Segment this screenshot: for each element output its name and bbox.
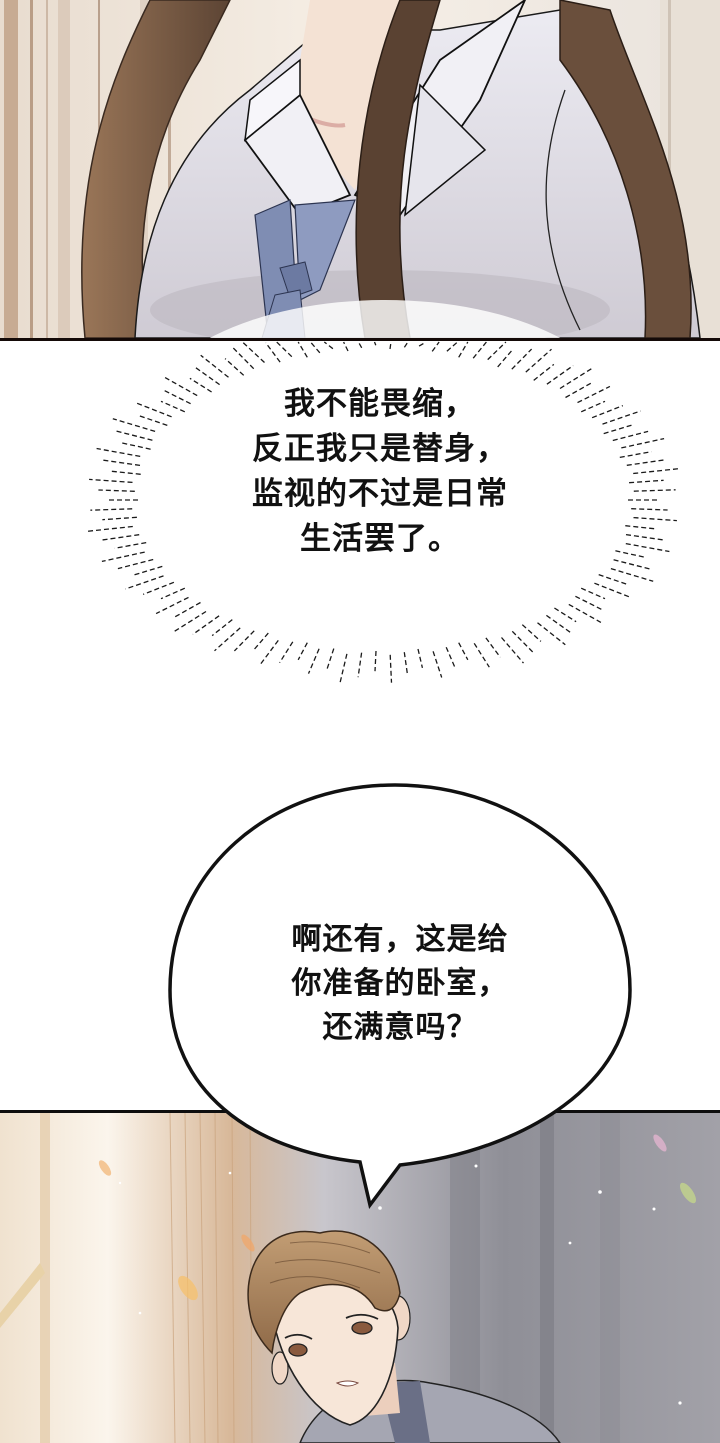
panel-woman-closeup — [0, 0, 720, 341]
speech-bubble: 啊还有，这是给 你准备的卧室， 还满意吗？ — [245, 918, 555, 1050]
man-illustration — [0, 1113, 720, 1443]
panel-man-closeup — [0, 1110, 720, 1443]
speech-line-3: 还满意吗？ — [322, 1010, 478, 1045]
woman-illustration — [0, 0, 720, 338]
thought-line-3: 监视的不过是日常 — [252, 476, 508, 512]
thought-line-2: 反正我只是替身， — [252, 431, 508, 467]
thought-line-4: 生活罢了。 — [300, 521, 460, 557]
speech-line-1: 啊还有，这是给 — [291, 922, 509, 957]
speech-line-2: 你准备的卧室， — [291, 966, 509, 1001]
thought-bubble: 我不能畏缩， 反正我只是替身， 监视的不过是日常 生活罢了。 — [210, 382, 550, 562]
thought-line-1: 我不能畏缩， — [284, 386, 476, 422]
